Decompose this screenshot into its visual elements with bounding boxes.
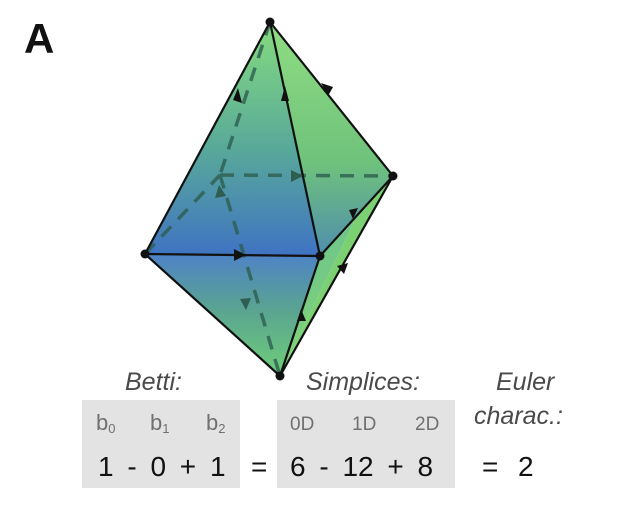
face-top-right: [270, 22, 393, 256]
simplices-heading: Simplices:: [306, 368, 420, 396]
edge-right-bottom: [279, 175, 394, 377]
betti-b0-index: 0: [108, 421, 116, 436]
betti-b1-index: 1: [162, 421, 170, 436]
betti-b1-base: b: [150, 410, 163, 435]
simplices-1d: 1D: [352, 414, 377, 435]
edge-left-bottom: [144, 253, 281, 377]
hidden-edge-back-bottom: [218, 174, 282, 377]
edge-top-right: [269, 21, 394, 177]
arrow-top-front: [281, 86, 289, 101]
arrow-top-right: [321, 83, 333, 96]
edge-top-front: [268, 21, 322, 257]
face-bottom-left: [145, 254, 320, 376]
arrow-front-bottom: [297, 309, 306, 321]
hidden-edge-top-back: [218, 21, 272, 176]
edge-left-front: [144, 252, 321, 258]
arrow-left-front: [234, 249, 246, 261]
visible-edges: [144, 21, 394, 377]
betti-b2-index: 2: [218, 421, 226, 436]
simplices-0d: 0D: [290, 414, 315, 435]
betti-b2: b2: [206, 410, 226, 436]
edge-arrows: [215, 83, 358, 321]
betti-b1: b1: [150, 410, 170, 436]
betti-b0-base: b: [96, 410, 109, 435]
simplices-box: [277, 400, 455, 488]
vertex-top: [265, 17, 275, 27]
euler-heading-line1: Euler: [496, 368, 555, 396]
vertex-left: [140, 249, 150, 259]
betti-b0: b0: [96, 410, 116, 436]
arrow-front-right: [349, 208, 358, 219]
euler-heading-line2: charac.:: [474, 402, 563, 430]
arrow-top-left: [233, 88, 242, 103]
simplices-2d: 2D: [415, 414, 440, 435]
edge-top-left: [144, 21, 271, 255]
hidden-edges: [143, 21, 394, 377]
betti-equation: 1 - 0 + 1: [98, 451, 226, 482]
arrow-back-top: [215, 185, 226, 198]
hidden-edge-left-back: [143, 173, 222, 256]
hidden-edge-back-right: [219, 173, 394, 178]
betti-heading: Betti:: [125, 368, 182, 396]
equals-sign-1: =: [251, 451, 268, 482]
equals-sign-2: =: [482, 451, 499, 482]
arrow-back-bottom: [240, 298, 251, 310]
simplices-equation: 6 - 12 + 8: [290, 451, 434, 482]
arrow-right-bottom: [337, 263, 348, 274]
vertices: [140, 17, 398, 381]
betti-b2-base: b: [206, 410, 219, 435]
edge-front-right: [319, 175, 394, 257]
vertex-bottom: [275, 371, 285, 381]
panel-label: A: [24, 15, 55, 62]
betti-box: [82, 400, 240, 488]
arrow-back-right: [291, 170, 303, 182]
vertex-right: [388, 171, 398, 181]
vertex-front: [315, 251, 325, 261]
euler-value: 2: [518, 451, 534, 482]
